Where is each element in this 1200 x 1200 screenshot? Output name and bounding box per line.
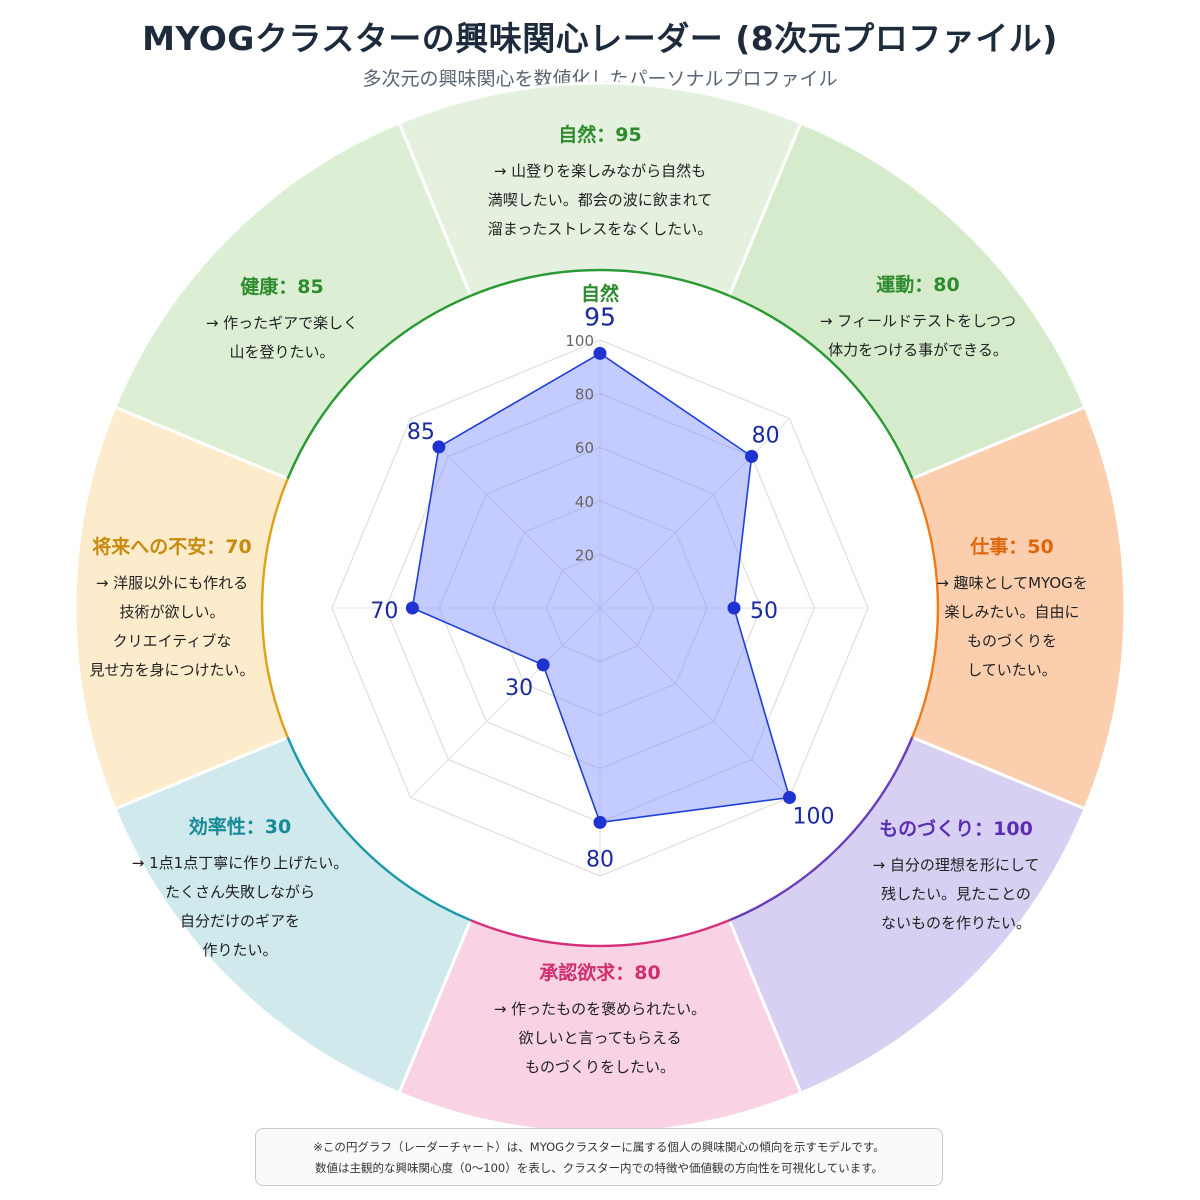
sector-text-4: ものづくり：100 → 自分の理想を形にして 残したい。見たことの ないものを作り… [806, 814, 1106, 938]
sector-title: 運動：80 [876, 274, 960, 296]
sector-title: ものづくり：100 [879, 818, 1033, 840]
footnote: ※この円グラフ（レーダーチャート）は、MYOGクラスターに属する個人の興味関心の… [255, 1128, 943, 1186]
sector-text-7: 将来への不安：70 → 洋服以外にも作れる 技術が欲しい。 クリエイティブな 見せ… [22, 532, 322, 685]
grid-spoke [410, 607, 601, 798]
sector-text-1: 自然：95 → 山登りを楽しみながら自然も 満喫したい。都会の波に飲まれて 溜まっ… [450, 120, 750, 244]
sector-text-2: 運動：80 → フィールドテストをしつつ 体力をつける事ができる。 [768, 270, 1068, 365]
sector-title: 承認欲求：80 [539, 962, 661, 984]
axis-label-top: 自然 [581, 282, 619, 305]
value-label-1: 95 [584, 302, 616, 331]
sector-accent-arc [470, 919, 730, 948]
sector-text-3: 仕事：50 → 趣味としてMYOGを 楽しみたい。自由に ものづくりを していたい… [862, 532, 1162, 685]
sector-description: → 作ったものを褒められたい。 欲しいと言ってもらえる ものづくりをしたい。 [493, 1000, 707, 1076]
value-label-3: 50 [750, 599, 778, 624]
radar-point-1 [593, 346, 607, 360]
tick-label: 60 [575, 439, 594, 457]
radar-point-3 [727, 601, 741, 615]
value-label-4: 100 [793, 805, 835, 830]
value-label-8: 85 [407, 420, 435, 445]
sector-text-6: 効率性：30 → 1点1点丁寧に作り上げたい。 たくさん失敗しながら 自分だけのギ… [90, 812, 390, 965]
sector-title: 将来への不安：70 [92, 536, 252, 558]
sector-accent-arc [728, 736, 914, 922]
sector-title: 自然：95 [558, 124, 642, 146]
value-label-2: 80 [752, 423, 780, 448]
grid-spoke [599, 418, 790, 609]
sector-description: → 洋服以外にも作れる 技術が欲しい。 クリエイティブな 見せ方を身につけたい。 [89, 574, 255, 679]
value-label-5: 80 [586, 847, 614, 872]
page-subtitle: 多次元の興味関心を数値化したパーソナルプロファイル [362, 68, 838, 90]
sector-description: → 趣味としてMYOGを 楽しみたい。自由に ものづくりを していたい。 [936, 574, 1088, 679]
radar-point-4 [783, 791, 797, 805]
radar-point-5 [593, 815, 607, 829]
tick-label: 40 [575, 493, 594, 511]
sector-accent-arc [260, 478, 289, 738]
sector-title: 健康：85 [240, 276, 324, 298]
sector-description: → フィールドテストをしつつ 体力をつける事ができる。 [819, 312, 1017, 359]
radar-point-2 [745, 449, 759, 463]
sector-description: → 作ったギアで楽しく 山を登りたい。 [205, 314, 359, 361]
sector-text-5: 承認欲求：80 → 作ったものを褒められたい。 欲しいと言ってもらえる ものづくり… [450, 958, 750, 1082]
sector-title: 仕事：50 [970, 536, 1054, 558]
sector-title: 効率性：30 [188, 816, 292, 838]
tick-label: 100 [565, 332, 594, 350]
page-title: MYOGクラスターの興味関心レーダー (8次元プロファイル) [142, 19, 1058, 58]
sector-description: → 山登りを楽しみながら自然も 満喫したい。都会の波に飲まれて 溜まったストレス… [487, 162, 713, 238]
radar-point-6 [536, 658, 550, 672]
sector-accent-arc [286, 736, 472, 922]
sector-description: → 1点1点丁寧に作り上げたい。 たくさん失敗しながら 自分だけのギアを 作りた… [131, 854, 349, 959]
sector-description: → 自分の理想を形にして 残したい。見たことの ないものを作りたい。 [872, 856, 1040, 932]
tick-label: 80 [575, 386, 594, 404]
sector-accent-arc [911, 478, 940, 738]
sector-text-8: 健康：85 → 作ったギアで楽しく 山を登りたい。 [132, 272, 432, 367]
radar-point-7 [405, 601, 419, 615]
radar-point-8 [432, 440, 446, 454]
sector-accent-arc [728, 294, 914, 480]
tick-label: 20 [575, 546, 594, 564]
sector-accent-arc [286, 294, 472, 480]
value-label-6: 30 [505, 676, 533, 701]
grid-spoke [599, 607, 790, 798]
sector-accent-arc [470, 268, 730, 297]
value-label-7: 70 [370, 599, 398, 624]
